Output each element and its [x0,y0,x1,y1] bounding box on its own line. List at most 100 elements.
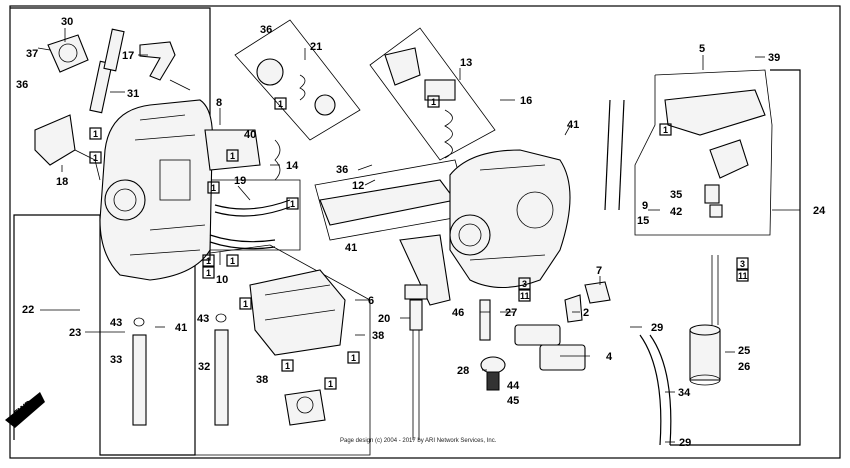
boxed-ref: 1 [93,129,98,139]
callout-30: 30 [61,16,73,28]
boxed-ref: 1 [285,361,290,371]
callout-40: 40 [244,129,256,141]
callout-25: 25 [738,345,750,357]
boxed-ref: 1 [278,99,283,109]
boxed-ref: 1 [206,256,211,266]
part-21-diaphragm [256,58,336,116]
group-6-outline [194,244,371,456]
callout-4: 4 [606,351,613,363]
leader-lines [37,28,765,443]
callout-46: 46 [452,307,464,319]
callout-29-bottom: 29 [679,437,691,449]
boxed-ref: 1 [211,183,216,193]
part-17-lever [139,41,176,81]
callout-44: 44 [507,380,520,392]
boxed-ref: 1 [431,97,436,107]
callout-5: 5 [699,43,705,55]
group-16-outline [369,27,496,161]
callout-38-left: 38 [256,374,268,386]
callout-39: 39 [768,52,780,64]
boxed-ref: 11 [520,291,530,301]
boxed-ref: 1 [206,268,211,278]
callout-12: 12 [352,180,364,192]
part-9-lever [709,139,749,179]
fwd-arrow: FWD [5,392,45,428]
callout-37: 37 [26,48,38,60]
part-10-hose [209,234,276,243]
callout-33: 33 [110,354,122,366]
part-28-cap [480,356,506,374]
callout-45: 45 [507,395,519,407]
callout-43-left: 43 [110,317,122,329]
callout-24: 24 [813,205,826,217]
callout-13: 13 [460,57,472,69]
part-43-washer-mid [215,313,227,323]
callout-43-mid: 43 [197,313,209,325]
copyright-text: Page design (c) 2004 - 2017 by ARI Netwo… [340,438,497,444]
callout-8: 8 [216,97,222,109]
boxed-ref: 3 [740,259,745,269]
callout-29-top: 29 [651,322,663,334]
part-34-hose [639,334,662,446]
right-outer-bracket [670,69,801,446]
callout-41-right: 41 [567,119,579,131]
callout-6: 6 [368,295,374,307]
group-19-outline [200,179,301,251]
boxed-ref: 1 [290,199,295,209]
callout-7: 7 [596,265,602,277]
callout-10: 10 [216,274,228,286]
spring-17 [169,79,191,91]
part-43-washer-left [133,317,145,327]
callout-41-mid: 41 [345,242,357,254]
callout-15: 15 [637,215,649,227]
callout-31: 31 [127,88,139,100]
left-carburetor [99,99,214,281]
part-30-cap [47,34,89,73]
boxed-ref: 1 [351,353,356,363]
part-20-needle [404,284,428,440]
callout-28: 28 [457,365,469,377]
part-19-hose [214,199,291,210]
callout-32: 32 [198,361,210,373]
callout-16: 16 [520,95,532,107]
boxed-ref: 1 [663,125,668,135]
part-7-valve [584,281,611,304]
part-16-piston [384,47,456,159]
boxed-ref: 1 [328,379,333,389]
part-42-nut [709,204,723,218]
boxed-ref: 1 [230,151,235,161]
part-32-tube [214,329,229,426]
boxed-refs: 1 1 1 1 1 1 1 1 1 1 1 1 1 1 3 11 3 11 [89,95,749,390]
boxed-ref: 1 [243,299,248,309]
part-27-arm [399,234,451,306]
part-35-jet [704,184,720,204]
diagram-border [9,5,841,459]
part-18-link [74,149,101,181]
part-46-jet [479,299,491,341]
part-12-link [319,179,456,226]
part-5-cover [664,89,766,136]
callout-20: 20 [378,313,390,325]
callout-labels: 30 37 17 36 31 8 18 40 14 19 22 23 43 33… [16,16,826,449]
callout-26: 26 [738,361,750,373]
group-5-outline [634,69,773,236]
part-6-float-bowl [249,269,346,426]
right-carburetor [449,149,571,288]
callout-35: 35 [670,189,682,201]
part-33-tube [132,334,147,426]
callout-2: 2 [583,307,589,319]
part-44-nut [486,371,500,391]
callout-18: 18 [56,176,68,188]
boxed-ref: 3 [522,279,527,289]
callout-27: 27 [505,307,517,319]
callout-23: 23 [69,327,81,339]
vent-tube [604,99,611,211]
part-2-screw [564,294,583,323]
callout-9: 9 [642,200,648,212]
callout-42: 42 [670,206,682,218]
callout-41-left: 41 [175,322,187,334]
part-25-filter [689,324,721,386]
callout-14: 14 [286,160,299,172]
callout-21: 21 [310,41,322,53]
